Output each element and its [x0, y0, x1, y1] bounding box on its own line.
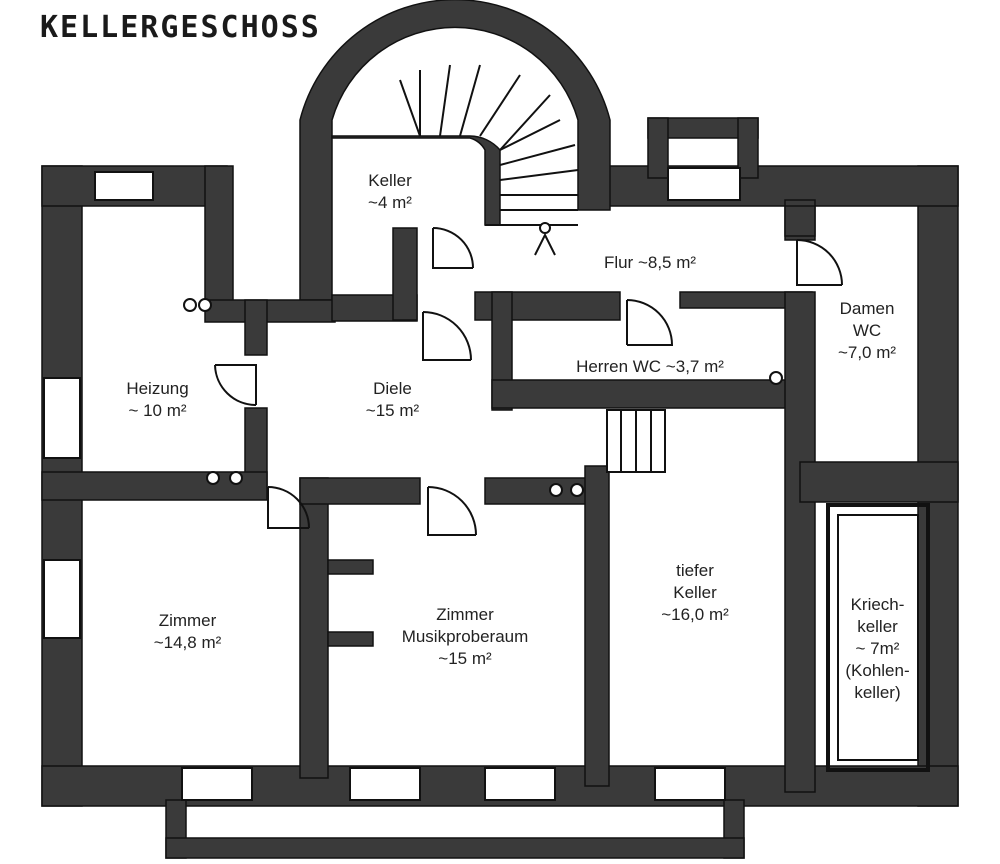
room-musikproberaum-line2: Musikproberaum — [401, 627, 529, 646]
room-heizung-area: ~ 10 m² — [128, 401, 187, 420]
room-musikproberaum-line1: Zimmer — [436, 605, 494, 624]
room-zimmer-name: Zimmer — [158, 611, 217, 630]
room-kriechkeller-line3: (Kohlen- — [845, 661, 910, 680]
room-musikproberaum: Zimmer Musikproberaum ~15 m² — [385, 604, 545, 670]
room-tiefer-keller: tiefer Keller ~16,0 m² — [640, 560, 750, 626]
room-herren-wc-label: Herren WC ~3,7 m² — [576, 357, 724, 376]
room-kriechkeller-line2: keller — [857, 617, 898, 636]
room-tiefer-keller-line2: Keller — [673, 583, 717, 602]
room-diele-name: Diele — [373, 379, 412, 398]
plan-title: KELLERGESCHOSS — [40, 10, 321, 45]
room-keller: Keller ~4 m² — [345, 170, 435, 214]
room-flur-label: Flur ~8,5 m² — [603, 253, 697, 272]
windows — [43, 167, 741, 801]
room-keller-area: ~4 m² — [368, 193, 412, 212]
room-damen-wc: Damen WC ~7,0 m² — [822, 298, 912, 364]
room-kriechkeller-area: ~ 7m² — [855, 639, 900, 658]
kriechkeller-box — [826, 503, 930, 772]
room-diele-area: ~15 m² — [365, 401, 420, 420]
room-zimmer: Zimmer ~14,8 m² — [135, 610, 240, 654]
room-herren-wc: Herren WC ~3,7 m² — [560, 356, 740, 378]
room-damen-wc-area: ~7,0 m² — [837, 343, 897, 362]
room-tiefer-keller-line1: tiefer — [676, 561, 714, 580]
room-heizung: Heizung ~ 10 m² — [110, 378, 205, 422]
room-damen-wc-line1: Damen — [839, 299, 895, 318]
room-kriechkeller-line1: Kriech- — [850, 595, 905, 614]
room-kriechkeller-line4: keller) — [854, 683, 901, 702]
room-diele: Diele ~15 m² — [345, 378, 440, 422]
doors — [214, 227, 843, 536]
room-heizung-name: Heizung — [126, 379, 189, 398]
room-keller-name: Keller — [368, 171, 412, 190]
room-tiefer-keller-area: ~16,0 m² — [661, 605, 729, 624]
interior-walls — [41, 165, 959, 793]
small-stairs — [606, 409, 666, 473]
room-kriechkeller: Kriech- keller ~ 7m² (Kohlen- keller) — [835, 594, 920, 704]
room-damen-wc-line2: WC — [852, 321, 882, 340]
stair-tower — [299, 0, 611, 301]
room-musikproberaum-area: ~15 m² — [438, 649, 492, 668]
room-flur: Flur ~8,5 m² — [580, 252, 720, 274]
fixtures — [183, 222, 783, 497]
room-zimmer-area: ~14,8 m² — [153, 633, 222, 652]
